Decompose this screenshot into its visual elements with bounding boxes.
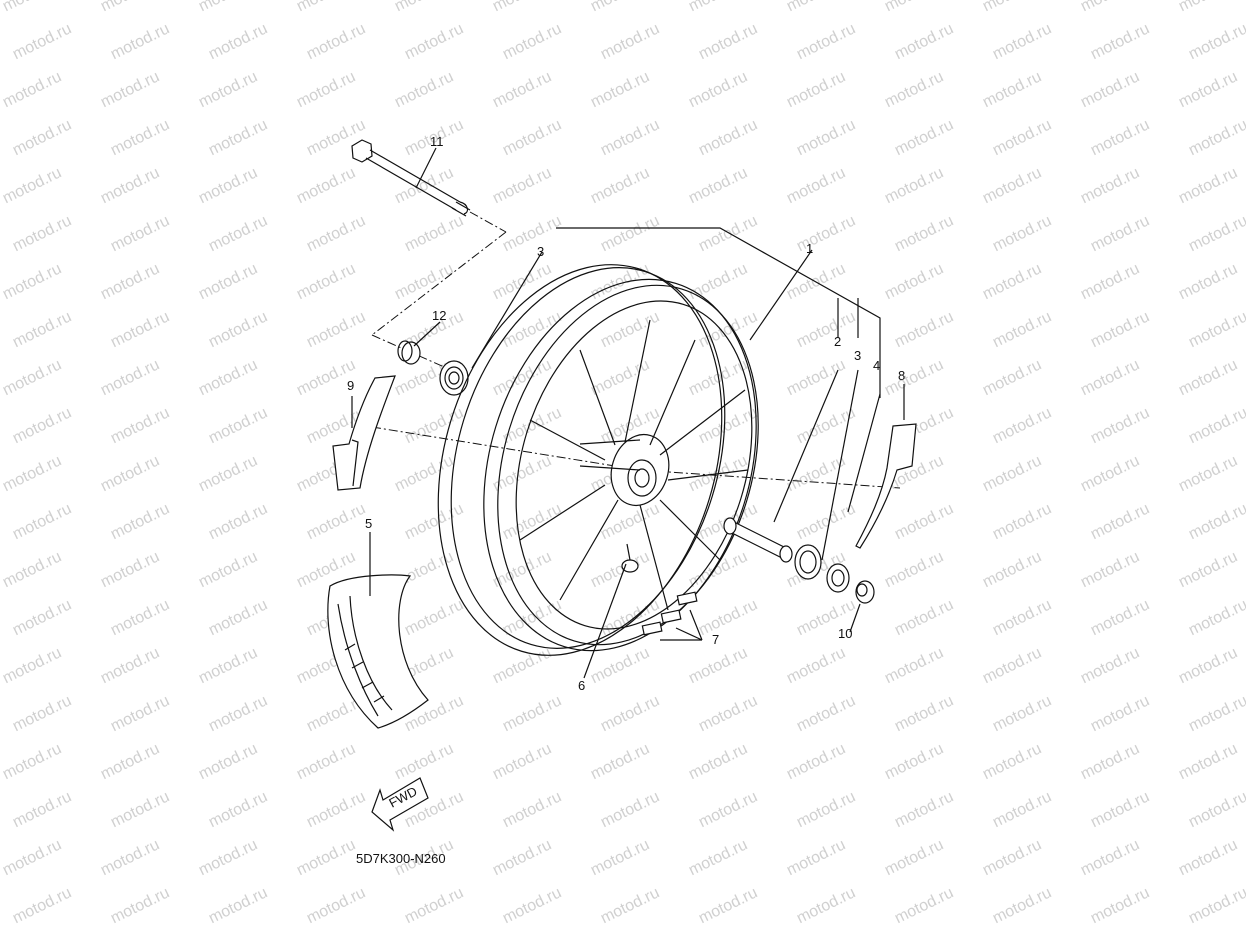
wheel-hub [579,434,670,506]
diagram-code: 5D7K300-N260 [356,851,446,866]
collar [855,580,875,604]
tire [327,574,429,729]
tire-segment-8 [855,423,917,549]
bearing-left [439,360,469,396]
callout-7: 7 [712,632,719,647]
callout-5: 5 [365,516,372,531]
callout-labels: 11 3 1 2 3 4 8 12 9 5 6 7 10 [347,134,905,693]
wheel-spokes [519,319,749,611]
callout-3-right: 3 [854,348,861,363]
axle-bolt [351,139,507,336]
callout-9: 9 [347,378,354,393]
callout-3-left: 3 [537,244,544,259]
callout-11: 11 [430,134,444,149]
callout-10: 10 [838,626,852,641]
callout-4: 4 [873,358,880,373]
bearing-right [794,544,822,580]
fwd-arrow: FWD [371,777,429,832]
balance-weights [641,591,698,636]
wheel-rim [437,264,759,656]
callout-2: 2 [834,334,841,349]
callout-8: 8 [898,368,905,383]
spacer-right [723,517,793,563]
spacer-left [397,340,421,365]
callout-12: 12 [432,308,446,323]
callout-6: 6 [578,678,585,693]
oil-seal [826,563,850,593]
tire-segment-9 [332,375,396,491]
leader-lines [351,147,905,679]
tire-valve [621,543,639,573]
callout-1: 1 [806,241,813,256]
